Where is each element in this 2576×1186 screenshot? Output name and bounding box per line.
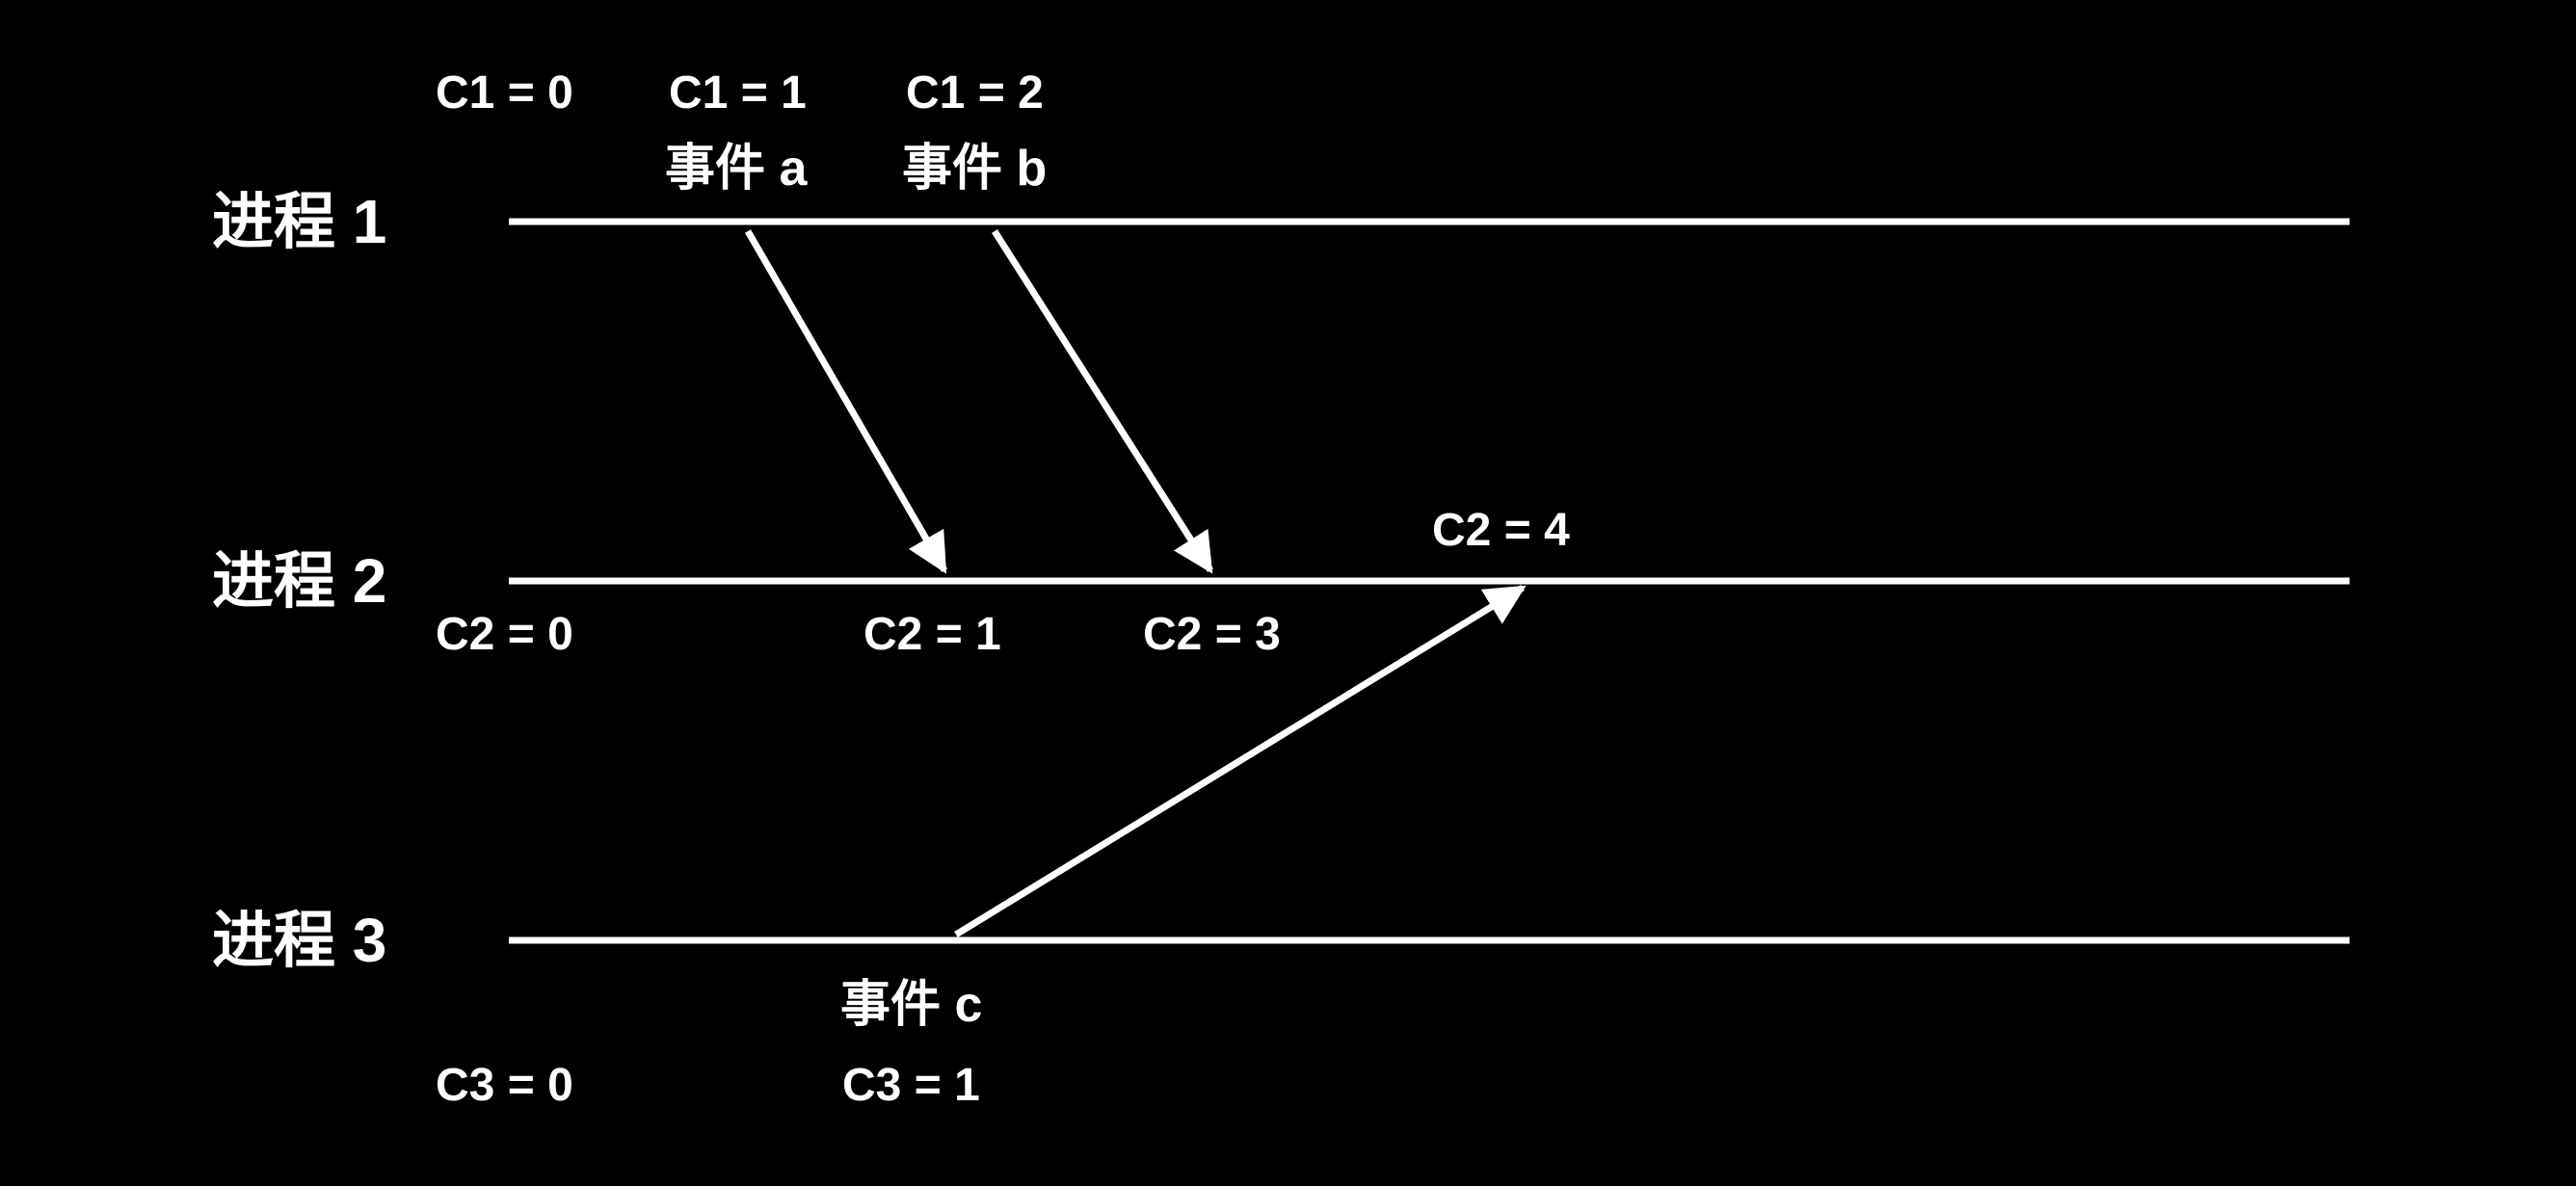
clock-c3-0: C3 = 0 xyxy=(436,1060,573,1111)
process-2-label: 进程 2 xyxy=(212,546,386,616)
clock-c1-1: C1 = 1 xyxy=(669,67,807,119)
event-c-label: 事件 c xyxy=(840,977,982,1033)
message-arrow-a-to-process-2 xyxy=(744,229,948,574)
clock-c1-2: C1 = 2 xyxy=(906,67,1044,119)
event-b-label: 事件 b xyxy=(902,141,1047,197)
process-3-label: 进程 3 xyxy=(212,906,386,975)
clock-c2-4: C2 = 4 xyxy=(1432,505,1570,556)
clock-c2-1: C2 = 1 xyxy=(863,609,1001,660)
clock-c2-0: C2 = 0 xyxy=(436,609,573,660)
clock-c3-1: C3 = 1 xyxy=(842,1060,980,1111)
event-a-label: 事件 a xyxy=(665,141,808,197)
message-arrow-b-to-process-2 xyxy=(992,229,1213,574)
process-1-label: 进程 1 xyxy=(212,187,386,256)
clock-c2-3: C2 = 3 xyxy=(1143,609,1281,660)
message-arrow-c-to-process-2 xyxy=(954,585,1527,937)
clock-c1-0: C1 = 0 xyxy=(436,67,573,119)
